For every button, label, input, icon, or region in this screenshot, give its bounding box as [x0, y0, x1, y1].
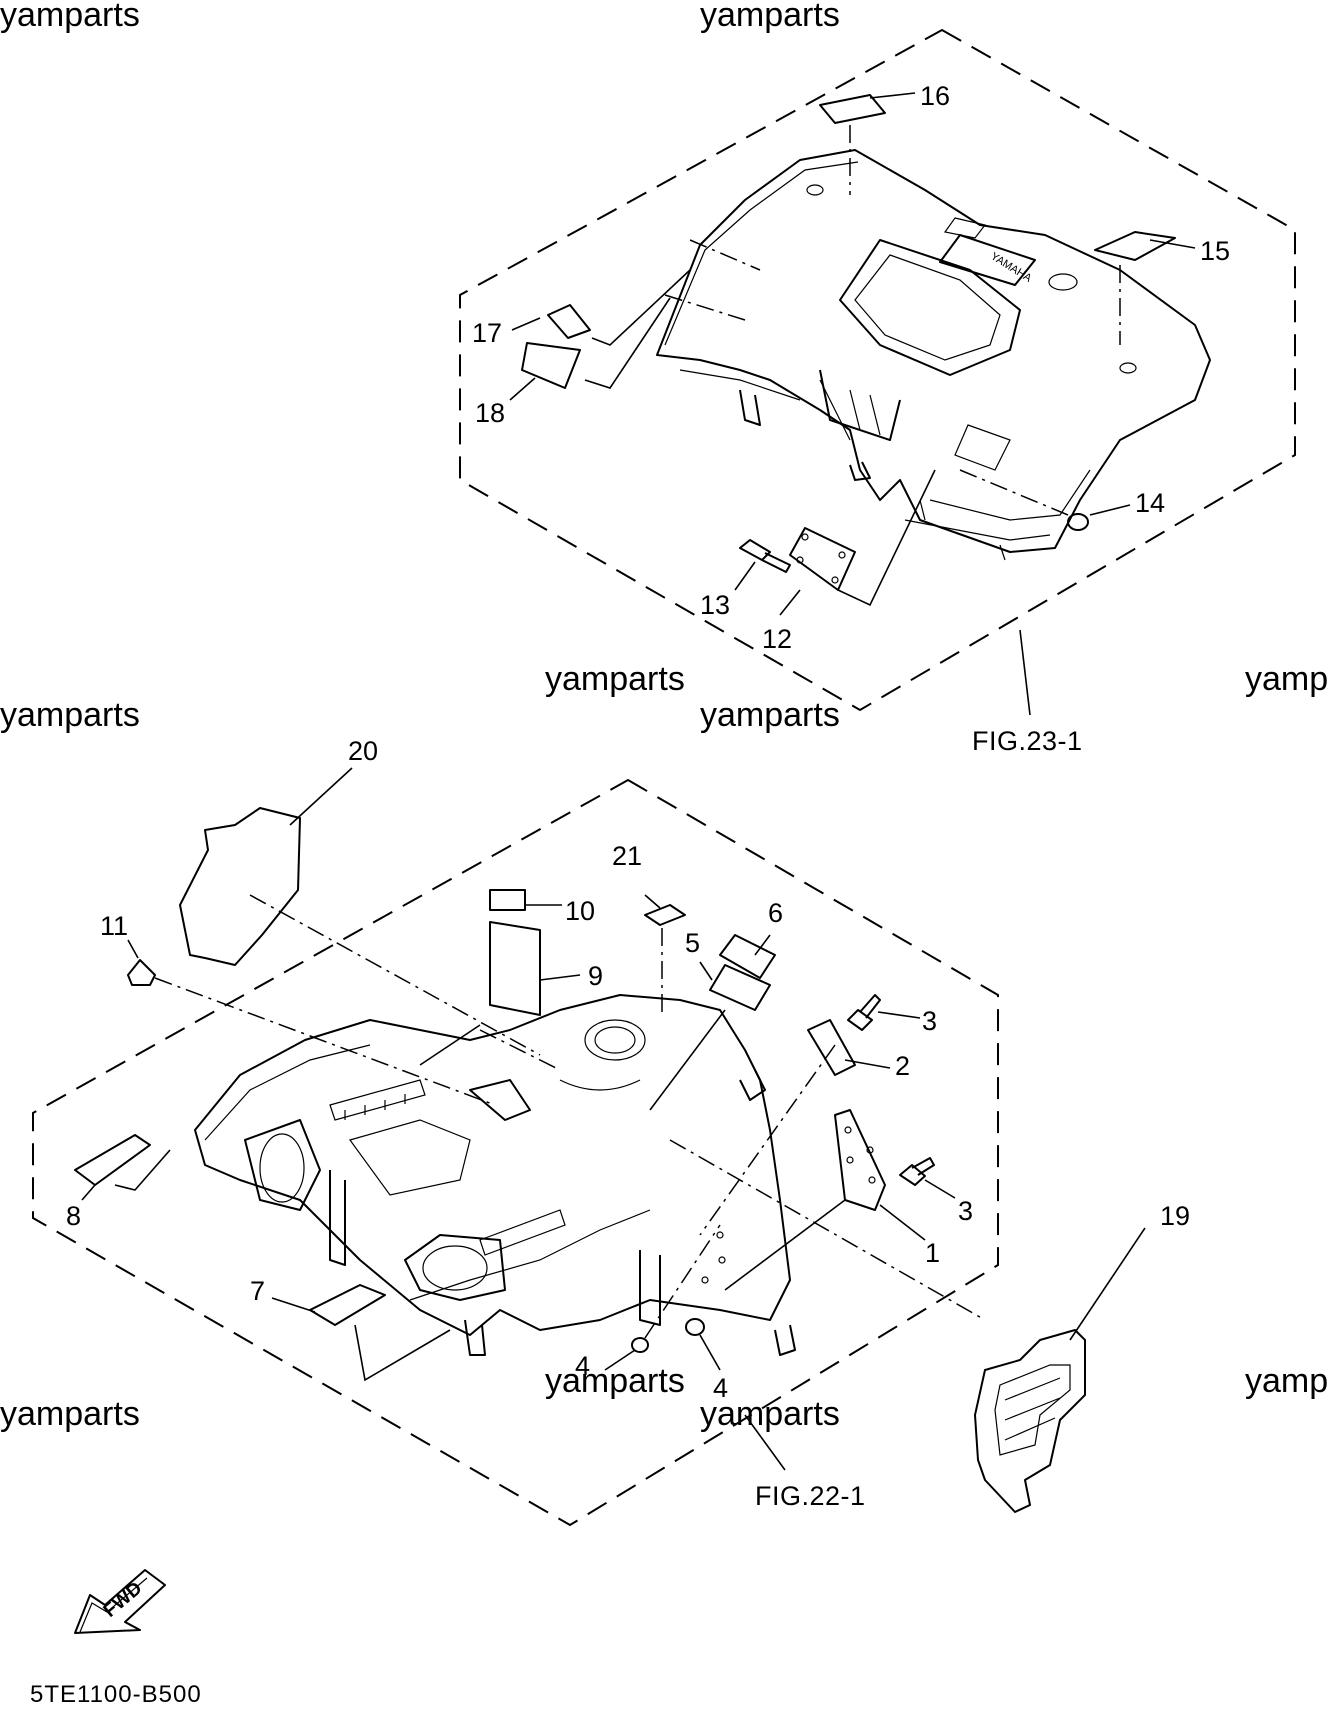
forward-arrow-icon: FWD — [74, 1569, 166, 1634]
decal-10 — [489, 889, 526, 911]
decal-8 — [74, 1134, 151, 1186]
grommet-4-left — [631, 1337, 649, 1353]
callout-4-left: 4 — [575, 1351, 590, 1381]
bolt-3-upper — [847, 994, 921, 1031]
watermark: yamparts — [0, 0, 140, 34]
callout-6: 6 — [768, 898, 783, 928]
callout-17: 17 — [472, 318, 502, 348]
decal-6 — [719, 934, 776, 979]
callout-11: 11 — [100, 911, 128, 941]
watermark: yamparts — [700, 0, 840, 34]
callout-20: 20 — [348, 736, 378, 766]
decal-7 — [309, 1284, 386, 1326]
plate-1 — [834, 1109, 886, 1211]
decal-21 — [644, 904, 686, 926]
callout-10: 10 — [565, 896, 595, 926]
rear-fender: YAMAHA — [656, 149, 1211, 561]
bolt-3-lower — [899, 1157, 956, 1199]
emblem-19 — [974, 1329, 1086, 1513]
drawing-code: 5TE1100-B500 — [30, 1681, 202, 1708]
callout-8: 8 — [66, 1201, 81, 1231]
front-fender — [194, 994, 796, 1356]
decal-5 — [709, 964, 771, 1011]
callout-15: 15 — [1200, 236, 1230, 266]
callout-1: 1 — [925, 1238, 940, 1268]
callout-5: 5 — [685, 928, 700, 958]
watermarks: yamparts yamparts yamparts yamparts yamp… — [0, 0, 1327, 1433]
rear-assembly-boundary — [459, 28, 1296, 712]
watermark: yamparts — [1245, 1362, 1327, 1400]
grommet-14 — [1067, 513, 1089, 531]
callout-13: 13 — [700, 590, 730, 620]
callout-14: 14 — [1135, 488, 1165, 518]
watermark: yamparts — [545, 1362, 685, 1400]
callout-2: 2 — [895, 1051, 910, 1081]
callout-19: 19 — [1160, 1201, 1190, 1231]
watermark: yamparts — [545, 660, 685, 698]
front-assembly-boundary — [32, 778, 999, 1527]
front-fender-group: 20 11 10 9 21 5 6 2 — [32, 736, 1190, 1527]
decal-18 — [521, 342, 581, 389]
callout-7: 7 — [250, 1276, 265, 1306]
grommet-4-right — [685, 1318, 705, 1336]
plate-2 — [807, 1019, 856, 1076]
watermark: yamparts — [0, 1395, 140, 1433]
callout-9: 9 — [588, 961, 603, 991]
rear-fender-group: YAMAHA 16 15 17 18 — [459, 28, 1296, 756]
callout-3-lower: 3 — [958, 1196, 973, 1226]
callout-18: 18 — [475, 398, 505, 428]
watermark: yamparts — [0, 696, 140, 734]
badge-11 — [127, 959, 156, 986]
plate-12 — [789, 527, 856, 591]
callout-21: 21 — [612, 841, 642, 871]
callout-3-upper: 3 — [922, 1006, 937, 1036]
decal-17 — [547, 304, 591, 339]
watermark: yamparts — [700, 696, 840, 734]
watermark: yamparts — [700, 1395, 840, 1433]
decal-16 — [819, 94, 886, 124]
panel-20 — [179, 807, 301, 966]
figure-ref-front: FIG.22-1 — [755, 1481, 866, 1511]
figure-ref-rear: FIG.23-1 — [972, 726, 1083, 756]
callout-4-right: 4 — [713, 1373, 728, 1403]
callout-12: 12 — [762, 624, 792, 654]
bolt-13 — [734, 539, 791, 591]
callout-16: 16 — [920, 81, 950, 111]
decal-9 — [489, 921, 541, 1016]
decal-15 — [1094, 231, 1176, 261]
watermark: yamparts — [1245, 660, 1327, 698]
